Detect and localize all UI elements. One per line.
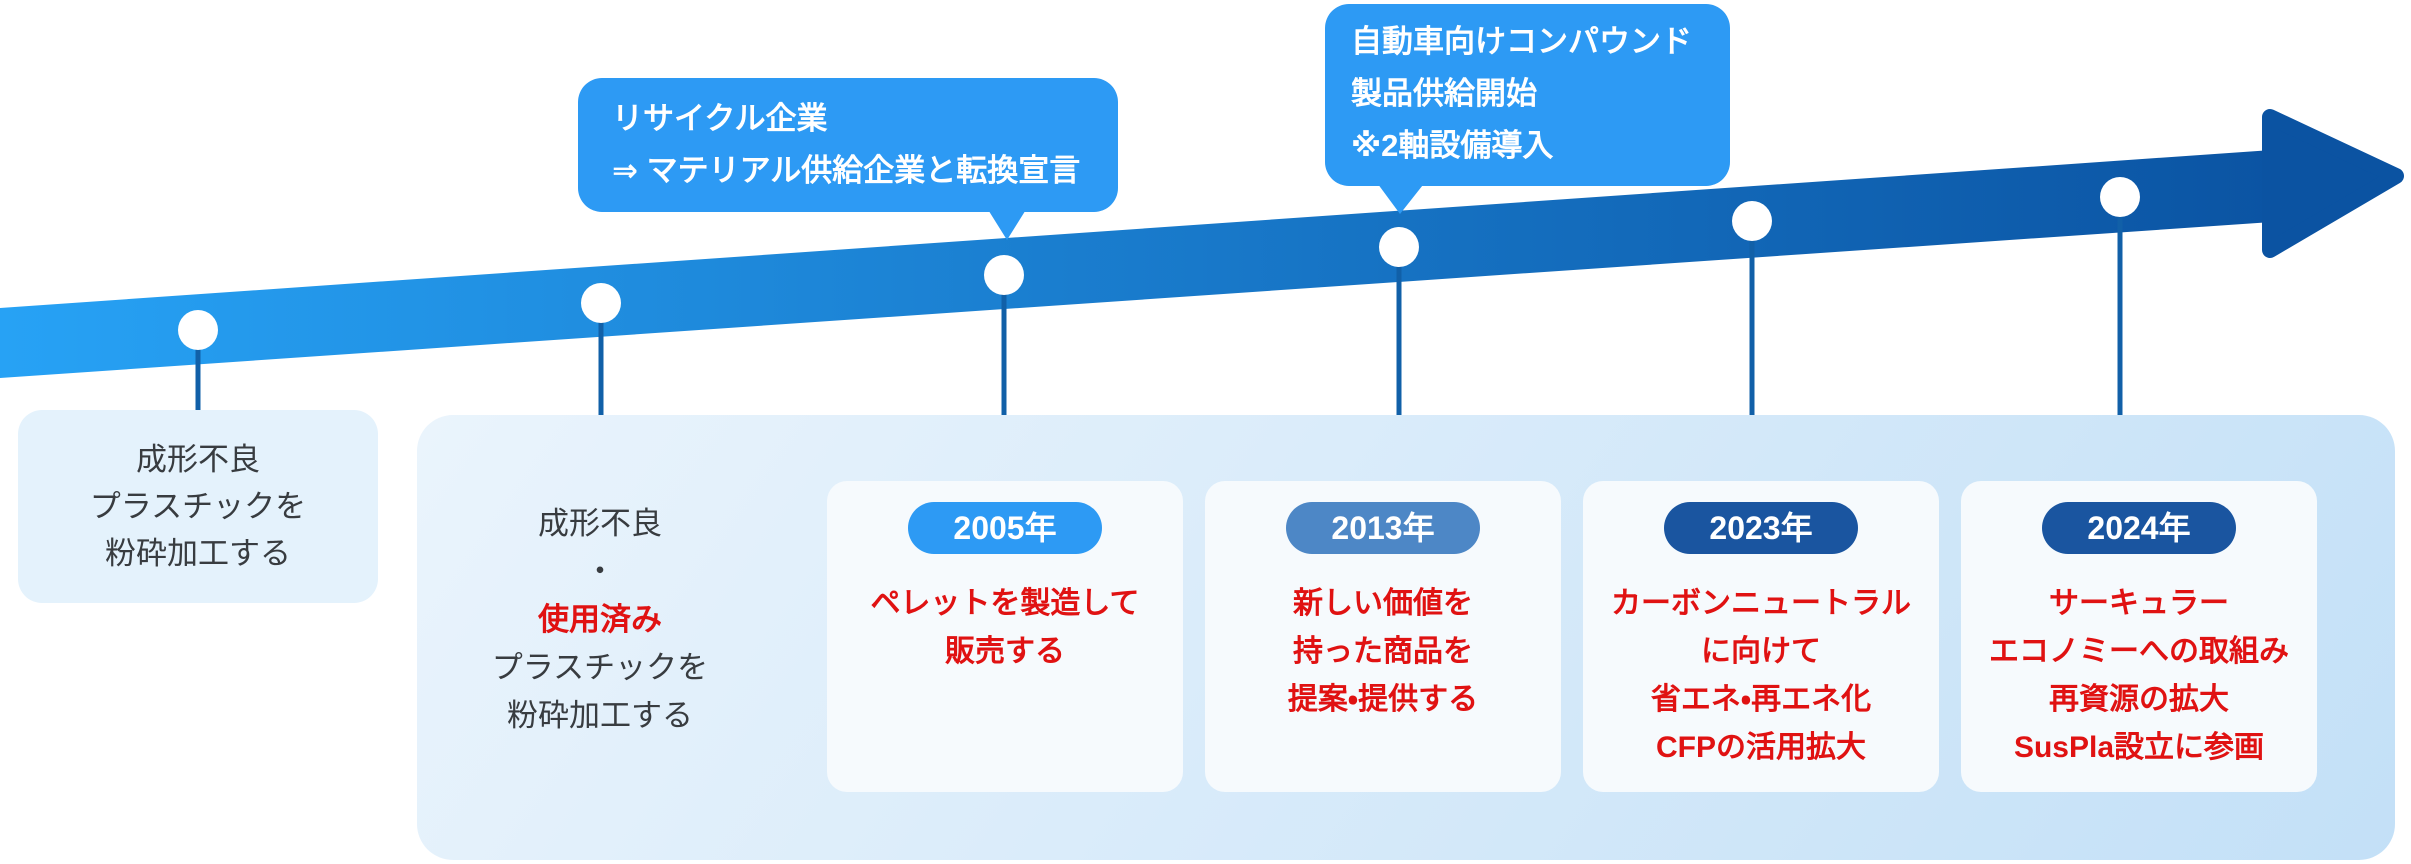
- arrow-band: [0, 150, 2272, 378]
- year-card-2013: 2013年 新しい価値を 持った商品を 提案・提供する: [1205, 481, 1561, 792]
- phase-line-4: 粉砕加工する: [507, 698, 693, 733]
- year-card-2024: 2024年 サーキュラー エコノミーへの取組み 再資源の拡大 SusPla設立に…: [1961, 481, 2317, 792]
- phase-emphasis-used: 使用済み: [538, 602, 662, 637]
- arrow-head-icon: [2262, 109, 2404, 258]
- milestone-dot-2: [581, 283, 621, 323]
- year-card-body-2023: カーボンニュートラル に向けて 省エネ・再エネ化 CFPの活用拡大: [1611, 587, 1911, 764]
- milestone-dot-5: [1732, 201, 1772, 241]
- milestone-dot-3: [984, 255, 1024, 295]
- year-pill-2005: 2005年: [908, 502, 1102, 554]
- year-pill-2024: 2024年: [2042, 502, 2236, 554]
- callout-recycle-declaration: リサイクル企業 ⇒ マテリアル供給企業と転換宣言: [578, 78, 1118, 212]
- milestone-dot-1: [178, 310, 218, 350]
- phase-line-1: 成形不良: [538, 506, 662, 541]
- milestone-dot-4: [1379, 227, 1419, 267]
- phase-line-3: プラスチックを: [491, 650, 709, 685]
- callout-automotive-compound: 自動車向けコンパウンド 製品供給開始 ※2軸設備導入: [1325, 4, 1730, 186]
- year-pill-2013: 2013年: [1286, 502, 1480, 554]
- year-card-2023: 2023年 カーボンニュートラル に向けて 省エネ・再エネ化 CFPの活用拡大: [1583, 481, 1939, 792]
- milestone-dot-6: [2100, 177, 2140, 217]
- year-card-2005: 2005年 ペレットを製造して 販売する: [827, 481, 1183, 792]
- year-card-body-2013: 新しい価値を 持った商品を 提案・提供する: [1287, 587, 1479, 716]
- year-card-body-2005: ペレットを製造して 販売する: [870, 587, 1140, 668]
- phase-text-block: 成形不良 ・ 使用済み プラスチックを 粉砕加工する: [427, 500, 773, 740]
- year-card-body-2024: サーキュラー エコノミーへの取組み 再資源の拡大 SusPla設立に参画: [1989, 587, 2289, 764]
- phase-separator-dot: ・: [584, 554, 616, 589]
- year-pill-2023: 2023年: [1664, 502, 1858, 554]
- side-card-defective-plastic: 成形不良 プラスチックを 粉砕加工する: [18, 410, 378, 603]
